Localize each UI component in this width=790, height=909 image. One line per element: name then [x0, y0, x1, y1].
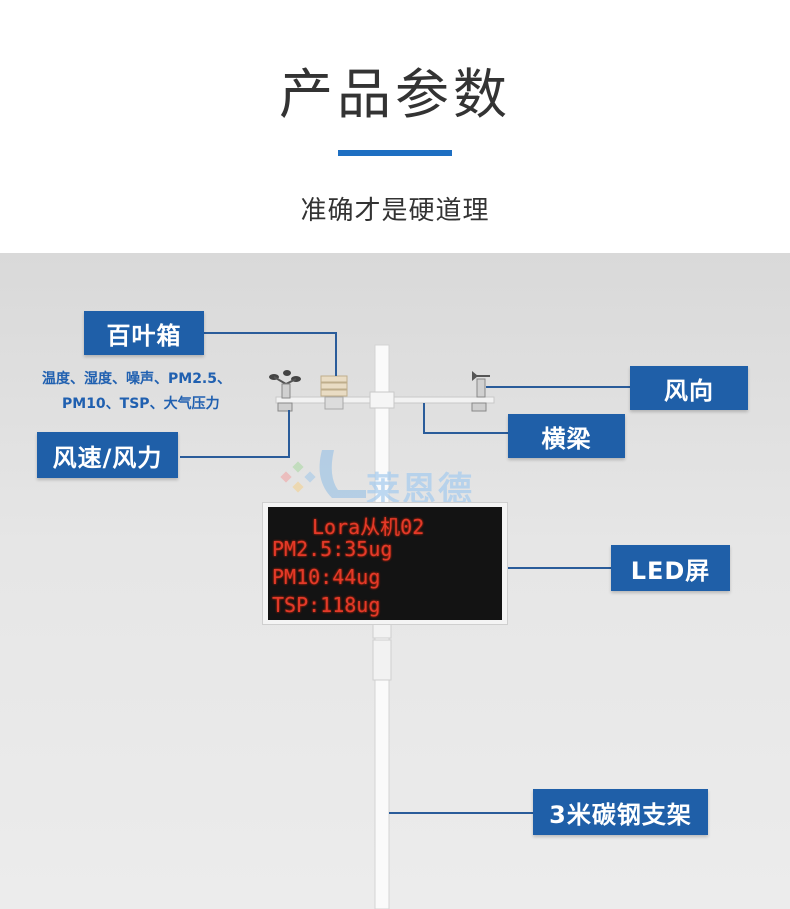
shutter-note-line-1: 温度、湿度、噪声、PM2.5、 — [42, 371, 231, 387]
page-subtitle: 准确才是硬道理 — [300, 196, 490, 226]
label-led-screen: LED屏 — [611, 545, 730, 591]
label-support: 3米碳钢支架 — [533, 789, 708, 835]
watermark-logo — [280, 450, 366, 498]
connector-crossbeam-v — [423, 403, 425, 434]
connector-shutter-v — [335, 332, 337, 376]
anemometer-device — [269, 370, 301, 412]
crossbeam-joint — [369, 391, 395, 409]
pole-clamp — [372, 639, 392, 681]
led-screen: Lora从机02 PM2.5:35ug PM10:44ug TSP:118ug — [262, 502, 508, 625]
connector-crossbeam-h — [423, 432, 508, 434]
label-crossbeam: 横梁 — [508, 414, 625, 458]
label-wind-direction: 风向 — [630, 366, 748, 410]
led-line-3: PM10:44ug — [272, 565, 381, 589]
title-underline — [338, 150, 452, 156]
wind-vane-device — [471, 371, 490, 412]
connector-shutter-h — [203, 332, 337, 334]
label-wind-speed: 风速/风力 — [37, 432, 178, 478]
header: 产品参数 准确才是硬道理 — [0, 0, 790, 253]
shutter-box-device — [320, 375, 348, 410]
led-line-2: PM2.5:35ug — [272, 537, 393, 561]
shutter-note-line-2: PM10、TSP、大气压力 — [62, 396, 220, 412]
led-line-4: TSP:118ug — [272, 593, 381, 617]
led-display-panel: Lora从机02 PM2.5:35ug PM10:44ug TSP:118ug — [268, 507, 502, 620]
led-line-1: Lora从机02 — [312, 515, 425, 539]
connector-led — [508, 567, 612, 569]
label-shutter-box: 百叶箱 — [84, 311, 204, 355]
connector-support — [389, 812, 533, 814]
connector-winddir — [486, 386, 631, 388]
connector-windspeed-h — [180, 456, 290, 458]
page-title: 产品参数 — [279, 63, 511, 126]
connector-windspeed-v — [288, 410, 290, 458]
